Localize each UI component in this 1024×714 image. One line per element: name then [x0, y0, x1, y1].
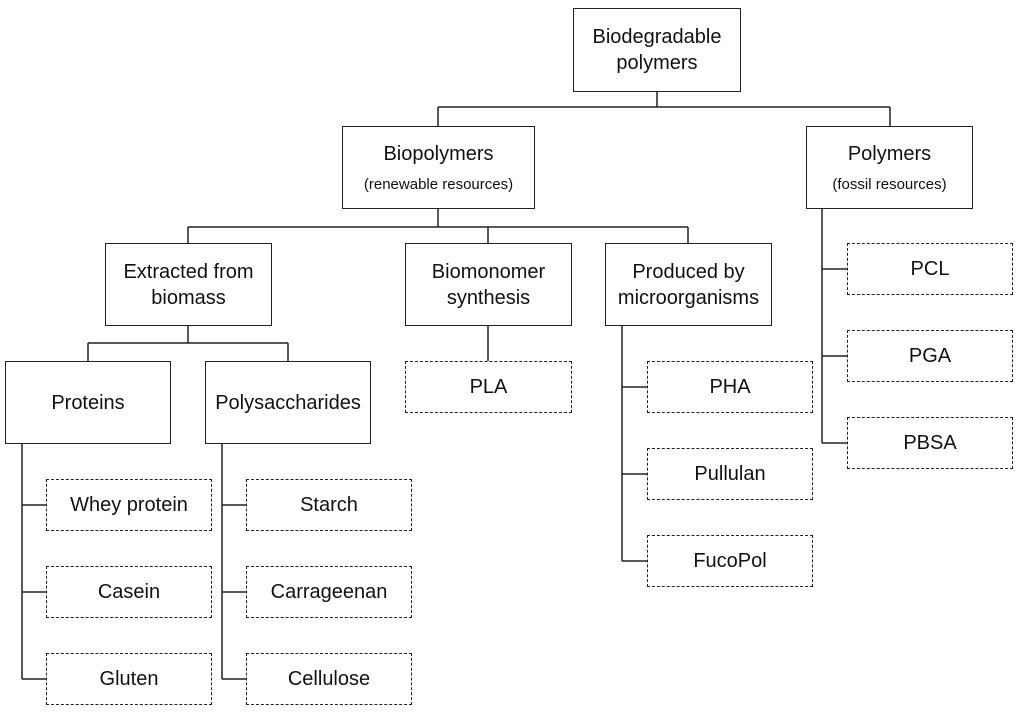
- leaf-label: Cellulose: [287, 668, 371, 690]
- biomonomer-node: Biomonomer synthesis: [405, 243, 572, 326]
- leaf-pcl: PCL: [847, 243, 1013, 295]
- leaf-label: PGA: [908, 345, 952, 367]
- leaf-whey-protein: Whey protein: [46, 479, 212, 531]
- root-line2: polymers: [616, 52, 698, 74]
- polysaccharides-label: Polysaccharides: [215, 391, 361, 414]
- polymers-subtitle: (fossil resources): [832, 175, 947, 193]
- leaf-casein: Casein: [46, 566, 212, 618]
- leaf-label: Casein: [97, 581, 161, 603]
- leaf-label: Starch: [300, 494, 358, 516]
- polysaccharides-node: Polysaccharides: [205, 361, 371, 444]
- leaf-label: FucoPol: [693, 550, 767, 572]
- leaf-carrageenan: Carrageenan: [246, 566, 412, 618]
- leaf-label: Carrageenan: [270, 581, 388, 603]
- leaf-fucopol: FucoPol: [647, 535, 813, 587]
- leaf-label: PLA: [469, 376, 508, 398]
- leaf-pha: PHA: [647, 361, 813, 413]
- microorganisms-node: Produced by microorganisms: [605, 243, 772, 326]
- biopolymers-title: Biopolymers: [383, 142, 494, 165]
- biopolymers-node: Biopolymers (renewable resources): [342, 126, 535, 209]
- leaf-pga: PGA: [847, 330, 1013, 382]
- leaf-cellulose: Cellulose: [246, 653, 412, 705]
- leaf-starch: Starch: [246, 479, 412, 531]
- proteins-node: Proteins: [5, 361, 171, 444]
- leaf-label: PHA: [709, 376, 751, 398]
- leaf-pla: PLA: [405, 361, 572, 413]
- proteins-label: Proteins: [51, 391, 125, 414]
- biomonomer-line2: synthesis: [446, 286, 531, 309]
- microorganisms-line1: Produced by: [632, 260, 745, 283]
- polymers-node: Polymers (fossil resources): [806, 126, 973, 209]
- microorganisms-line2: microorganisms: [617, 286, 760, 309]
- extracted-line2: biomass: [151, 286, 226, 309]
- extracted-line1: Extracted from: [123, 260, 254, 283]
- leaf-pbsa: PBSA: [847, 417, 1013, 469]
- polymers-title: Polymers: [847, 142, 932, 165]
- root-node: Biodegradable polymers: [573, 8, 741, 92]
- extracted-node: Extracted from biomass: [105, 243, 272, 326]
- leaf-label: PCL: [910, 258, 950, 280]
- biomonomer-line1: Biomonomer: [431, 260, 546, 283]
- leaf-label: PBSA: [903, 432, 957, 454]
- leaf-pullulan: Pullulan: [647, 448, 813, 500]
- leaf-label: Whey protein: [70, 494, 188, 516]
- biopolymers-subtitle: (renewable resources): [363, 175, 514, 193]
- leaf-gluten: Gluten: [46, 653, 212, 705]
- root-line1: Biodegradable: [592, 26, 722, 48]
- leaf-label: Pullulan: [694, 463, 766, 485]
- leaf-label: Gluten: [99, 668, 159, 690]
